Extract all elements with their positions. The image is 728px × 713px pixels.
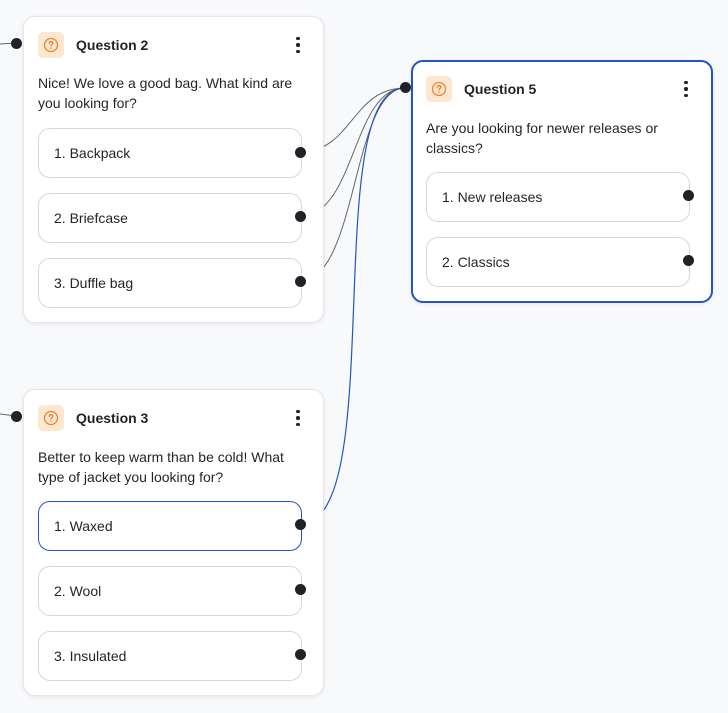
classics-output-handle[interactable] [683, 255, 694, 266]
question-5-input-handle[interactable] [400, 82, 411, 93]
node-header: Question 3 [38, 404, 308, 432]
question-5-node[interactable]: Question 5 Are you looking for newer rel… [411, 60, 713, 303]
question-3-node[interactable]: Question 3 Better to keep warm than be c… [23, 389, 324, 696]
option-briefcase[interactable]: 2. Briefcase [38, 193, 302, 243]
kebab-menu-icon[interactable] [676, 77, 696, 101]
option-waxed[interactable]: 1. Waxed [38, 501, 302, 551]
kebab-menu-icon[interactable] [288, 33, 308, 57]
question-2-input-handle[interactable] [11, 38, 22, 49]
briefcase-output-handle[interactable] [295, 211, 306, 222]
question-text: Better to keep warm than be cold! What t… [38, 449, 284, 485]
option-insulated[interactable]: 3. Insulated [38, 631, 302, 681]
option-backpack[interactable]: 1. Backpack [38, 128, 302, 178]
node-header: Question 2 [38, 31, 308, 59]
question-text: Nice! We love a good bag. What kind are … [38, 75, 293, 111]
new-releases-output-handle[interactable] [683, 190, 694, 201]
kebab-menu-icon[interactable] [288, 406, 308, 430]
question-3-input-handle[interactable] [11, 411, 22, 422]
option-classics[interactable]: 2. Classics [426, 237, 690, 287]
question-text: Are you looking for newer releases or cl… [426, 120, 658, 156]
insulated-output-handle[interactable] [295, 649, 306, 660]
option-new-releases[interactable]: 1. New releases [426, 172, 690, 222]
option-wool[interactable]: 2. Wool [38, 566, 302, 616]
question-circle-icon [426, 76, 452, 102]
question-circle-icon [38, 405, 64, 431]
question-circle-icon [38, 32, 64, 58]
waxed-output-handle[interactable] [295, 519, 306, 530]
node-header: Question 5 [426, 75, 696, 103]
node-title: Question 2 [76, 37, 149, 53]
duffle-bag-output-handle[interactable] [295, 276, 306, 287]
node-title: Question 5 [464, 81, 537, 97]
backpack-output-handle[interactable] [295, 147, 306, 158]
question-2-node[interactable]: Question 2 Nice! We love a good bag. Wha… [23, 16, 324, 323]
node-title: Question 3 [76, 410, 149, 426]
option-duffle-bag[interactable]: 3. Duffle bag [38, 258, 302, 308]
wool-output-handle[interactable] [295, 584, 306, 595]
